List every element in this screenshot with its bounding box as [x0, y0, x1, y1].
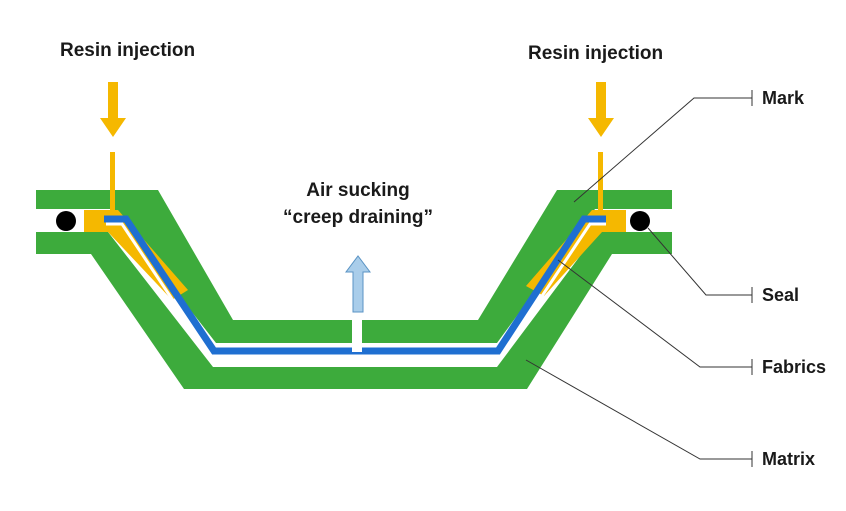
- arrow-up-icon: [345, 255, 371, 313]
- seal-right: [630, 211, 650, 231]
- leader-mark: [573, 90, 753, 203]
- air-sucking-label: Air sucking: [306, 180, 410, 201]
- mark-label: Mark: [762, 88, 805, 108]
- matrix-lower-mold: [36, 232, 672, 389]
- resin-injection-left-label: Resin injection: [60, 40, 196, 61]
- creep-draining-label: “creep draining”: [283, 207, 433, 228]
- seal-label: Seal: [762, 285, 800, 305]
- injection-channel-left: [110, 152, 115, 214]
- matrix-label: Matrix: [762, 449, 816, 469]
- injection-channel-right: [598, 152, 603, 214]
- vacuum-outlet: [352, 318, 362, 352]
- arrow-down-icon: [100, 82, 126, 137]
- fabrics-label: Fabrics: [762, 357, 827, 377]
- arrow-down-icon: [588, 82, 614, 137]
- mark-upper-mold-right: [362, 190, 672, 343]
- leader-matrix: [525, 359, 753, 467]
- cavity-gap: [106, 222, 606, 358]
- leader-fabrics: [557, 259, 753, 375]
- leader-seal: [647, 227, 753, 303]
- resin-injection-right-label: Resin injection: [528, 43, 664, 64]
- mark-upper-mold-left: [36, 190, 352, 343]
- seal-left: [56, 211, 76, 231]
